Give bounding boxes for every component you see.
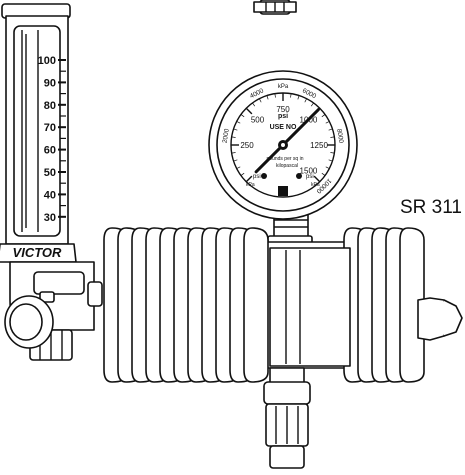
bottom-inlet-fitting bbox=[263, 367, 311, 469]
flowmeter-scale-label: 50 bbox=[44, 167, 56, 179]
flowmeter-scale-label: 60 bbox=[44, 145, 56, 157]
heater-body bbox=[103, 227, 463, 383]
gauge-corner-left-kpa: kPa bbox=[246, 182, 255, 188]
gauge-tick bbox=[321, 114, 326, 118]
heater-fins bbox=[103, 227, 425, 383]
gauge-kpa-label: 8000 bbox=[335, 128, 344, 144]
flowmeter-scale-label: 100 bbox=[38, 55, 56, 67]
flowmeter-scale-label: 90 bbox=[44, 77, 56, 89]
gauge-tick bbox=[310, 102, 314, 107]
gauge-tick bbox=[233, 159, 238, 162]
gauge-tick bbox=[240, 114, 245, 118]
gauge-use-no: USE NO bbox=[270, 124, 297, 131]
gauge-tick bbox=[259, 98, 262, 103]
gauge-caption-line2: kilopascal bbox=[276, 163, 298, 169]
top-outlet-fitting bbox=[253, 0, 297, 15]
flowmeter: 100 90 80 70 60 50 40 30 VICTOR bbox=[0, 3, 77, 263]
gauge-tick bbox=[297, 95, 300, 100]
gauge-inner-unit: psi bbox=[278, 113, 288, 120]
flowmeter-scale-label: 70 bbox=[44, 122, 56, 134]
gauge-tick bbox=[231, 152, 236, 154]
gauge-kpa-label: 2000 bbox=[222, 128, 231, 144]
gauge-tick bbox=[240, 172, 245, 176]
gauge-tick bbox=[266, 95, 269, 100]
gauge-tick bbox=[325, 166, 330, 169]
flowmeter-scale-label: 40 bbox=[44, 189, 56, 201]
flowmeter-scale: 100 90 80 70 60 50 40 30 bbox=[38, 55, 66, 224]
gauge-psi-label: 750 bbox=[276, 105, 290, 114]
model-label: SR 311 bbox=[400, 197, 462, 218]
gauge-tick bbox=[231, 136, 236, 138]
gauge-corner-right-kpa: kPa bbox=[311, 182, 320, 188]
gauge-tick bbox=[274, 93, 276, 98]
gauge-needle bbox=[254, 108, 320, 174]
gauge-tick bbox=[321, 172, 326, 176]
heater-fin bbox=[399, 227, 425, 383]
gauge-needle-line bbox=[254, 108, 320, 174]
gauge-tick bbox=[245, 175, 253, 183]
gauge-tick bbox=[325, 121, 330, 124]
gauge-tick bbox=[236, 166, 241, 169]
gauge-tick bbox=[233, 128, 238, 131]
gauge-tick bbox=[252, 102, 256, 107]
gauge-tick bbox=[304, 98, 307, 103]
gauge-tick bbox=[290, 93, 292, 98]
gauge-psi-label: 1250 bbox=[310, 141, 328, 150]
gauge-psi-label: 1500 bbox=[300, 166, 318, 175]
flowmeter-scale-label: 80 bbox=[44, 100, 56, 112]
gauge-psi-label: 500 bbox=[251, 116, 265, 125]
flow-valve bbox=[4, 261, 103, 361]
brand-label: VICTOR bbox=[13, 245, 62, 260]
flowmeter-scale-label: 30 bbox=[44, 212, 56, 224]
pressure-gauge: 2505007501000125015002000400060008000100… bbox=[208, 70, 358, 220]
gauge-psi-label: 250 bbox=[240, 141, 254, 150]
gauge-corner-right-psi: psi bbox=[306, 174, 314, 180]
gauge-tick bbox=[236, 121, 241, 124]
gauge-tick bbox=[313, 175, 321, 183]
gauge-tick bbox=[328, 128, 333, 131]
gauge-tick bbox=[245, 107, 253, 115]
heater-center-band bbox=[269, 247, 351, 367]
gauge-tick bbox=[330, 136, 335, 138]
gauge-tick bbox=[328, 159, 333, 162]
heater-fin bbox=[243, 227, 269, 383]
gauge-outer-unit: kPa bbox=[278, 84, 289, 90]
gauge-logo bbox=[278, 186, 288, 196]
gauge-corner-left-psi: psi bbox=[253, 174, 261, 180]
gauge-tick bbox=[330, 152, 335, 154]
gauge-caption-line1: pounds per sq in bbox=[267, 156, 304, 162]
